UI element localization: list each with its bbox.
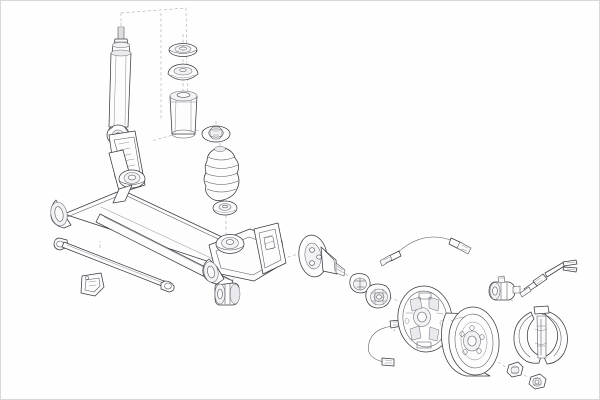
part-shock-upper-cup <box>167 63 199 81</box>
part-brake-drum <box>441 306 500 377</box>
part-trailing-arm-left <box>108 130 146 204</box>
part-castle-nut <box>528 373 547 390</box>
part-shock-upper-washer <box>168 43 198 57</box>
part-hub-nut-cap <box>349 273 371 294</box>
part-brake-shoes <box>513 305 568 365</box>
part-bump-stop-bellows <box>203 146 240 202</box>
part-adjuster-strut <box>519 259 578 298</box>
part-bump-stop-washer <box>201 125 231 143</box>
part-mount-bracket <box>80 272 105 297</box>
part-brake-hose <box>368 319 403 367</box>
part-shock-dust-tube <box>169 90 198 139</box>
part-stub-axle <box>298 234 346 278</box>
part-wheel-bearing <box>365 283 391 309</box>
part-bump-stop-lower-washer <box>212 200 238 216</box>
part-panhard-rod <box>53 237 175 293</box>
part-retainer-nut <box>506 361 524 378</box>
part-shock-absorber <box>106 26 132 146</box>
part-rubber-bush <box>214 282 241 306</box>
part-wheel-cylinder <box>488 275 521 301</box>
part-trailing-arm-right <box>202 222 287 285</box>
part-brake-cable <box>379 236 472 267</box>
part-backing-plate <box>397 285 453 353</box>
